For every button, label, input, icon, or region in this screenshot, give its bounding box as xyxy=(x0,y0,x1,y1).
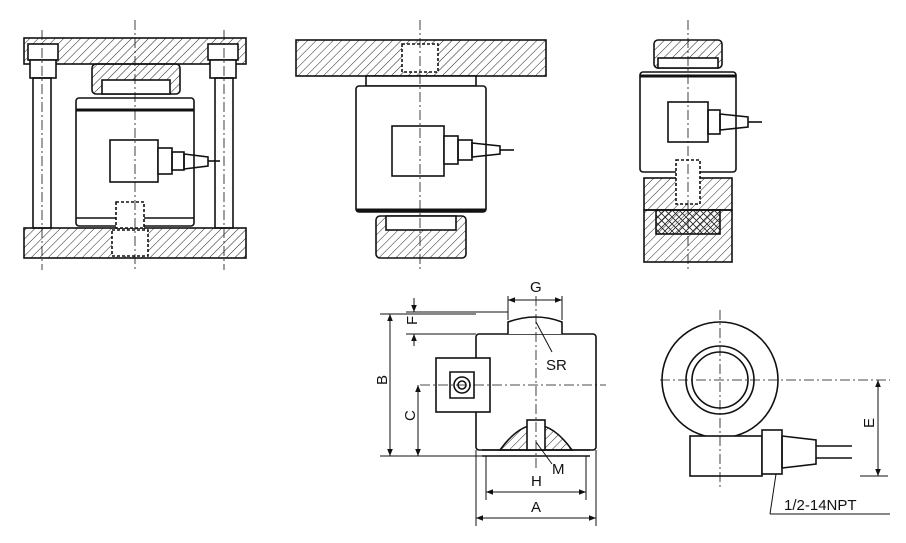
dim-label-a: A xyxy=(531,499,541,516)
dim-label-e: E xyxy=(861,418,878,428)
assembly-view-1 xyxy=(23,20,247,270)
assembly-view-2 xyxy=(295,20,547,270)
dim-label-h: H xyxy=(531,473,542,490)
dimensioned-front-view xyxy=(380,296,606,526)
dim-label-c: C xyxy=(402,410,419,421)
assembly-view-3 xyxy=(639,20,762,270)
dim-label-b: B xyxy=(374,375,391,385)
dim-label-g: G xyxy=(530,279,542,296)
dim-label-sr: SR xyxy=(546,357,567,374)
dim-label-f: F xyxy=(404,316,421,325)
dim-label-m: M xyxy=(552,461,565,478)
thread-label: 1/2-14NPT xyxy=(784,497,857,514)
dimensioned-top-view xyxy=(660,310,890,515)
